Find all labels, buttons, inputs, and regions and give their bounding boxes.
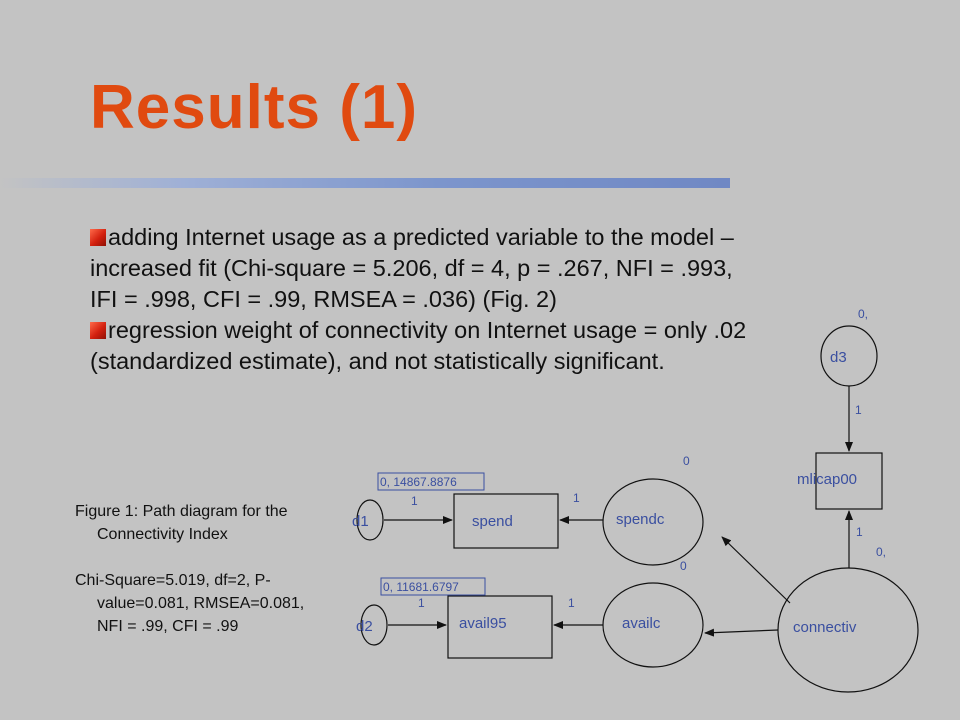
figure-caption-title: Figure 1: Path diagram for the Connectiv… [75,503,288,543]
bullet-text: regression weight of connectivity on Int… [90,317,747,374]
label-spendc: spendc [616,511,665,528]
variance-label-spendc: 0 [683,454,690,468]
weight-spendc-spend: 1 [573,491,580,505]
bullet-list: adding Internet usage as a predicted var… [90,222,750,377]
variance-label-connectiv: 0, [876,545,886,559]
weight-connectiv-mlicap00: 1 [856,525,863,539]
variance-box-d2 [380,577,486,596]
node-mlicap00-box [815,452,883,510]
label-spend: spend [472,513,513,530]
arrow-connectiv-availc [704,628,779,637]
label-availc: availc [622,615,661,632]
bullet-text: adding Internet usage as a predicted var… [90,224,734,312]
node-spend-box [453,493,559,549]
label-connectiv: connectiv [793,619,857,636]
variance-label-d1: 0, 14867.8876 [380,475,457,489]
label-d2: d2 [356,618,373,635]
weight-d3-mlicap00: 1 [855,403,862,417]
label-mlicap00: mlicap00 [797,471,857,488]
node-avail95-box [447,595,553,659]
node-spendc-ellipse [602,478,704,566]
weight-availc-avail95: 1 [568,596,575,610]
node-d1-ellipse [356,499,384,541]
figure-caption: Figure 1: Path diagram for the Connectiv… [75,500,315,661]
figure-caption-stats: Chi-Square=5.019, df=2, P-value=0.081, R… [75,572,305,635]
title-divider [0,178,730,188]
weight-d2-avail95: 1 [418,596,425,610]
bullet-icon [90,229,106,246]
label-avail95: avail95 [459,615,507,632]
variance-label-d3: 0, [858,307,868,321]
weight-d1-spend: 1 [411,494,418,508]
bullet-item-regression: regression weight of connectivity on Int… [90,315,750,377]
variance-label-availc: 0 [680,559,687,573]
label-d3: d3 [830,349,847,366]
node-d2-ellipse [360,604,388,646]
variance-label-d2: 0, 11681.6797 [383,580,459,594]
arrow-connectiv-spendc [721,536,791,604]
variance-box-d1 [377,472,485,491]
label-d1: d1 [352,513,369,530]
bullet-item-fit: adding Internet usage as a predicted var… [90,222,750,315]
slide-title: Results (1) [90,73,418,142]
bullet-icon [90,322,106,339]
